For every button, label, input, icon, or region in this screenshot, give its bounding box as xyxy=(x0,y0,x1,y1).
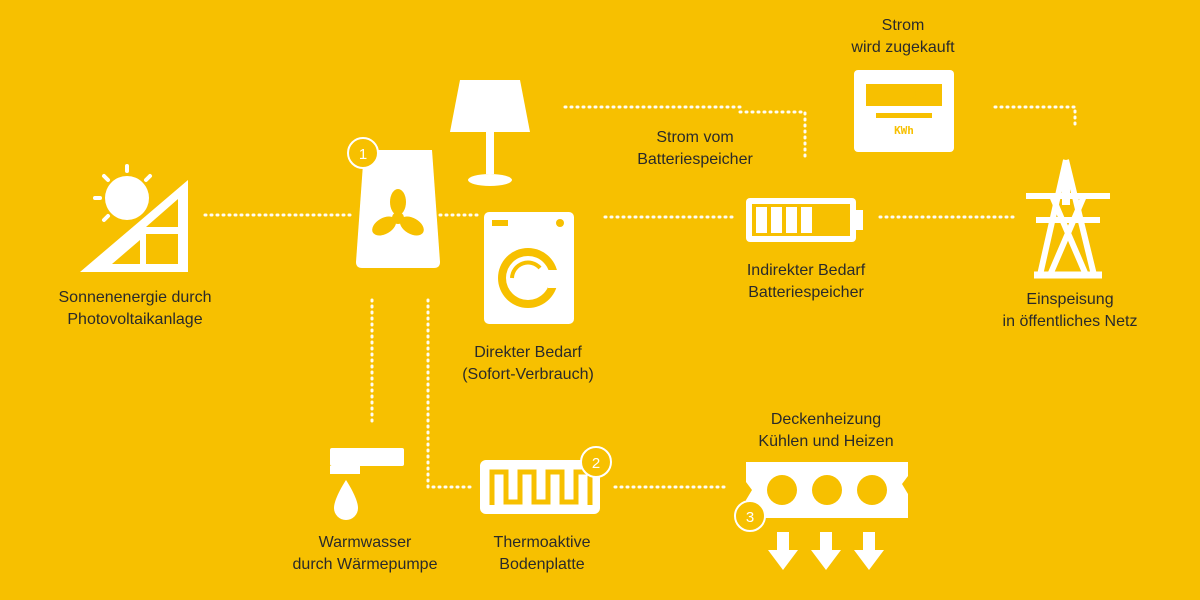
label-warm-water-line2: durch Wärmepumpe xyxy=(292,556,438,573)
label-direct-demand-line1: Direkter Bedarf xyxy=(474,344,582,361)
badge-heat-pump: 1 xyxy=(347,137,379,169)
solar-panel-sun-icon xyxy=(80,164,188,272)
label-direct-demand-line2: (Sofort-Verbrauch) xyxy=(462,366,594,383)
label-grid-purchase: Strom wird zugekauft xyxy=(851,15,954,59)
label-warm-water: Warmwasser durch Wärmepumpe xyxy=(293,532,438,576)
meter-digits: 002145 xyxy=(884,89,924,102)
faucet-icon xyxy=(330,448,404,520)
table-lamp-icon xyxy=(450,80,530,186)
label-grid-purchase-line2: wird zugekauft xyxy=(851,39,955,56)
label-feed-in: Einspeisung in öffentliches Netz xyxy=(1003,289,1138,333)
label-thermo-slab-line1: Thermoaktive xyxy=(493,534,591,551)
heat-pump-fan-icon xyxy=(356,150,440,268)
badge-heat-pump-number: 1 xyxy=(359,146,367,163)
label-ceiling-heating-line2: Kühlen und Heizen xyxy=(758,433,894,450)
label-indirect-demand: Indirekter Bedarf Batteriespeicher xyxy=(747,260,865,304)
label-indirect-demand-line2: Batteriespeicher xyxy=(748,284,864,301)
label-direct-demand: Direkter Bedarf (Sofort-Verbrauch) xyxy=(462,342,594,386)
label-thermo-slab-line2: Bodenplatte xyxy=(499,556,585,573)
label-battery-supply-line2: Batteriespeicher xyxy=(637,151,753,168)
label-ceiling-heating-line1: Deckenheizung xyxy=(770,411,882,428)
connectors xyxy=(203,105,1077,489)
connector-lamp-meter xyxy=(563,105,807,162)
electricity-meter-icon: 002145 KWh xyxy=(854,70,954,152)
label-feed-in-line2: in öffentliches Netz xyxy=(1002,313,1138,330)
badge-thermo-slab: 2 xyxy=(580,446,612,478)
down-arrows-icon xyxy=(768,532,884,570)
washing-machine-icon xyxy=(484,212,574,324)
badge-thermo-slab-number: 2 xyxy=(592,455,600,472)
power-pylon-icon xyxy=(1026,159,1110,279)
badge-ceiling-heating-number: 3 xyxy=(746,509,754,526)
ceiling-panel-icon xyxy=(746,462,908,518)
connector-meter-pylon xyxy=(993,105,1077,127)
label-grid-purchase-line1: Strom xyxy=(881,17,925,34)
connector-heatpump-slab xyxy=(426,298,472,489)
label-battery-supply: Strom vom Batteriespeicher xyxy=(637,127,753,171)
label-solar-line1: Sonnenenergie durch xyxy=(58,289,212,306)
label-solar: Sonnenenergie durch Photovoltaikanlage xyxy=(58,287,211,331)
heating-slab-icon xyxy=(480,460,600,514)
label-solar-line2: Photovoltaikanlage xyxy=(67,311,203,328)
battery-icon xyxy=(746,198,863,242)
meter-unit: KWh xyxy=(894,124,914,137)
label-warm-water-line1: Warmwasser xyxy=(318,534,412,551)
label-indirect-demand-line1: Indirekter Bedarf xyxy=(746,262,866,279)
label-ceiling-heating: Deckenheizung Kühlen und Heizen xyxy=(758,409,893,453)
label-battery-supply-line1: Strom vom xyxy=(656,129,734,146)
badge-ceiling-heating: 3 xyxy=(734,500,766,532)
label-feed-in-line1: Einspeisung xyxy=(1026,291,1114,308)
label-thermo-slab: Thermoaktive Bodenplatte xyxy=(494,532,591,576)
